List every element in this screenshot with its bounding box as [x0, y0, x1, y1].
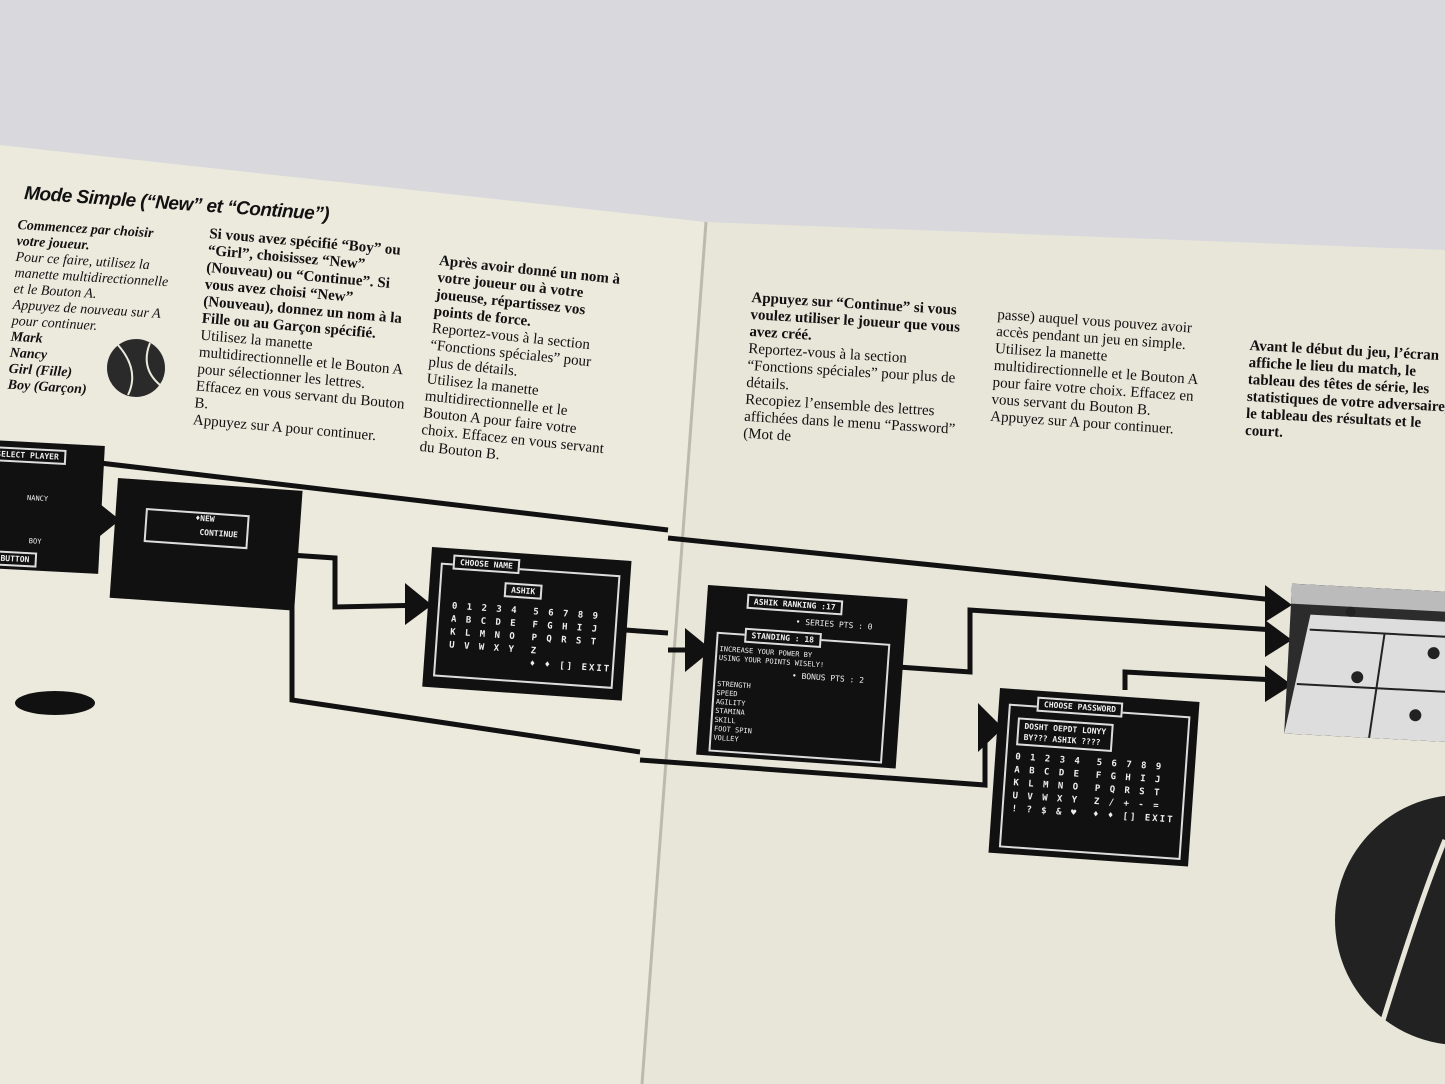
entered-name: ASHIK	[503, 582, 543, 600]
left-page	[0, 145, 706, 1084]
tennis-ball-icon	[107, 339, 165, 397]
player-name: NANCY	[26, 494, 49, 504]
choose-name-screen: CHOOSE NAME ASHIK 0 1 2 3 4 5 6 7 8 9 A …	[422, 547, 632, 701]
new-continue-screen: ♦NEW CONTINUE	[109, 478, 303, 611]
ball-shadow-shape	[15, 691, 95, 715]
large-tennis-ball-icon	[1335, 795, 1445, 1045]
page-gutter	[640, 221, 708, 1084]
choose-password-screen: CHOOSE PASSWORD DOSHT OEPDT LONYY BY??? …	[988, 688, 1200, 867]
left-column-1: Commencez par choisir votre joueur.Pour …	[7, 218, 182, 404]
menu-option-new: ♦NEW	[195, 513, 215, 524]
stats-list: STRENGTH SPEED AGILITY STAMINA SKILL FOO…	[713, 679, 753, 744]
screen-footer: A BUTTON	[0, 549, 37, 568]
letter-grid: 0 1 2 3 4 5 6 7 8 9 A B C D E F G H I J …	[447, 601, 612, 675]
paragraph: Avant le début du jeu, l’écran affiche l…	[1244, 338, 1445, 441]
letter-grid: 0 1 2 3 4 5 6 7 8 9 A B C D E F G H I J …	[1011, 752, 1175, 826]
right-column-1: Appuyez sur “Continue” si vous voulez ut…	[743, 290, 967, 456]
right-column-3: Avant le début du jeu, l’écran affiche l…	[1245, 338, 1445, 451]
player-name: BOY	[28, 537, 42, 546]
right-page	[642, 222, 1445, 1084]
tennis-court-screen	[1284, 583, 1445, 743]
ranking-screen: ASHIK RANKING :17 • SERIES PTS : 0 STAND…	[696, 585, 908, 769]
screen-title: SELECT PLAYER	[0, 445, 67, 465]
paragraph: Si vous avez spécifié “Boy” ou “Girl”, c…	[201, 226, 403, 342]
paragraph: passe) auquel vous pouvez avoir accès pe…	[990, 307, 1199, 419]
left-column-2: Si vous avez spécifié “Boy” ou “Girl”, c…	[192, 226, 419, 448]
series-points: • SERIES PTS : 0	[795, 617, 873, 632]
ranking-header: ASHIK RANKING :17	[746, 593, 844, 616]
select-player-screen: SELECT PLAYER NANCY BOY A BUTTON	[0, 440, 105, 574]
left-column-3: Après avoir donné un nom à votre joueur …	[419, 253, 629, 476]
right-column-2: passe) auquel vous pouvez avoir accès pe…	[990, 307, 1218, 441]
court-lines	[1284, 583, 1445, 743]
